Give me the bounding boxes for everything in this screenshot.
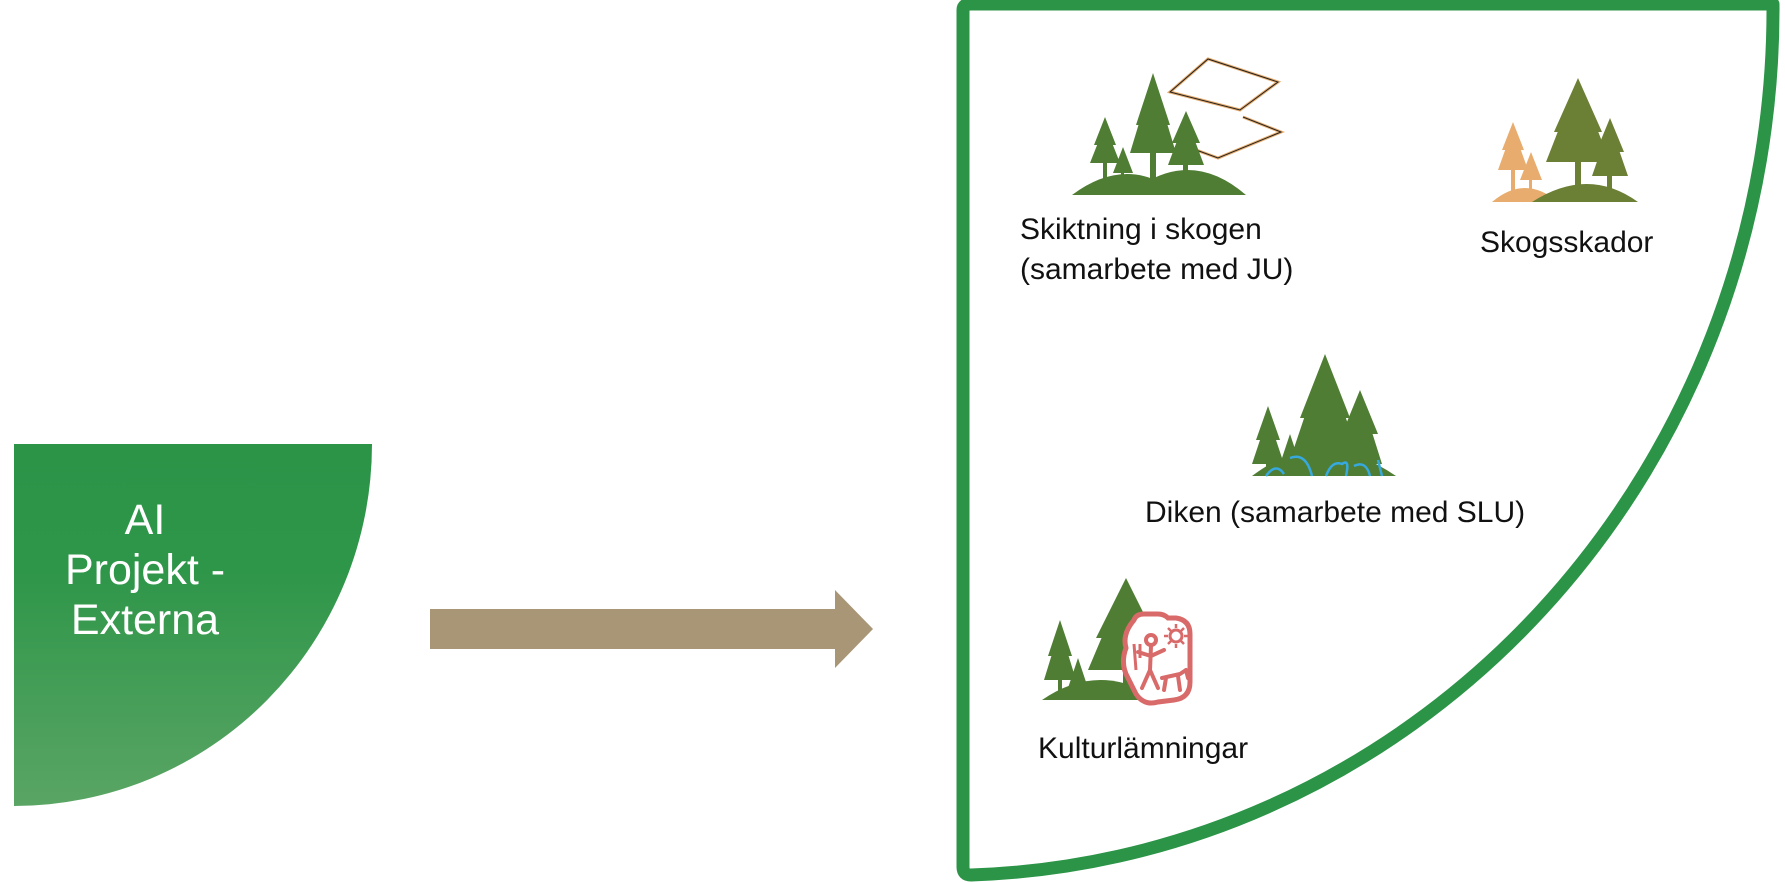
forest-ditch-icon	[1252, 354, 1396, 477]
title-label: AI Projekt - Externa	[20, 495, 270, 645]
label-line: (samarbete med JU)	[1020, 253, 1294, 286]
item-label-heritage: Kulturlämningar	[1038, 729, 1248, 769]
title-line: Projekt -	[64, 546, 226, 594]
item-label-layers: Skiktning i skogen (samarbete med JU)	[1020, 210, 1293, 290]
item-label-ditches: Diken (samarbete med SLU)	[1145, 493, 1525, 533]
label-line: Diken (samarbete med SLU)	[1145, 496, 1526, 529]
label-line: Skiktning i skogen	[1020, 213, 1262, 246]
right-arrow-icon	[430, 590, 873, 668]
title-line: Externa	[70, 596, 220, 644]
item-label-damage: Skogsskador	[1480, 223, 1653, 263]
label-line: Kulturlämningar	[1038, 732, 1249, 765]
title-shape	[14, 444, 372, 806]
label-line: Skogsskador	[1480, 226, 1654, 259]
forest-layers-icon	[1072, 57, 1286, 195]
title-line: AI	[124, 496, 166, 544]
cultural-heritage-icon	[1042, 578, 1193, 706]
forest-damage-icon	[1492, 78, 1638, 202]
